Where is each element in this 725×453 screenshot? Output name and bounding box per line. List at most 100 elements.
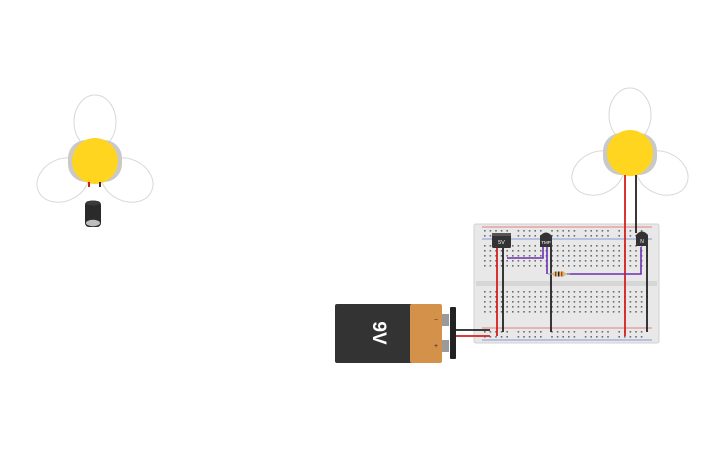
breadboard-hole[interactable] xyxy=(528,245,531,247)
breadboard-hole[interactable] xyxy=(545,301,548,303)
breadboard-hole[interactable] xyxy=(551,235,553,237)
breadboard-hole[interactable] xyxy=(540,255,542,257)
breadboard-hole[interactable] xyxy=(568,235,570,237)
breadboard-hole[interactable] xyxy=(612,250,615,252)
breadboard-hole[interactable] xyxy=(484,230,486,232)
breadboard-hole[interactable] xyxy=(601,336,604,338)
breadboard-hole[interactable] xyxy=(568,301,570,303)
breadboard-hole[interactable] xyxy=(607,230,609,232)
breadboard-hole[interactable] xyxy=(596,306,598,308)
breadboard-hole[interactable] xyxy=(484,296,486,298)
breadboard-hole[interactable] xyxy=(495,230,497,232)
breadboard-hole[interactable] xyxy=(484,260,486,262)
breadboard-hole[interactable] xyxy=(528,255,531,257)
breadboard-hole[interactable] xyxy=(517,336,520,338)
breadboard-hole[interactable] xyxy=(590,250,592,252)
breadboard-hole[interactable] xyxy=(512,255,514,257)
breadboard-hole[interactable] xyxy=(551,296,553,298)
breadboard-hole[interactable] xyxy=(534,311,536,313)
breadboard-hole[interactable] xyxy=(635,250,637,252)
breadboard-hole[interactable] xyxy=(506,296,508,298)
breadboard-hole[interactable] xyxy=(573,265,576,267)
breadboard-hole[interactable] xyxy=(568,245,570,247)
breadboard-hole[interactable] xyxy=(489,301,492,303)
breadboard-hole[interactable] xyxy=(596,255,598,257)
breadboard-hole[interactable] xyxy=(523,265,525,267)
breadboard-hole[interactable] xyxy=(562,331,564,333)
breadboard-hole[interactable] xyxy=(635,265,637,267)
breadboard-hole[interactable] xyxy=(579,291,581,293)
breadboard-hole[interactable] xyxy=(512,245,514,247)
breadboard-hole[interactable] xyxy=(523,230,525,232)
breadboard-hole[interactable] xyxy=(512,311,514,313)
breadboard-hole[interactable] xyxy=(629,331,632,333)
breadboard-hole[interactable] xyxy=(618,255,620,257)
breadboard-hole[interactable] xyxy=(517,311,520,313)
breadboard-hole[interactable] xyxy=(540,230,542,232)
breadboard-hole[interactable] xyxy=(517,255,520,257)
breadboard-hole[interactable] xyxy=(607,260,609,262)
breadboard-hole[interactable] xyxy=(506,336,508,338)
breadboard-hole[interactable] xyxy=(540,296,542,298)
breadboard-hole[interactable] xyxy=(500,230,503,232)
breadboard-hole[interactable] xyxy=(562,265,564,267)
breadboard-hole[interactable] xyxy=(523,296,525,298)
breadboard-hole[interactable] xyxy=(568,255,570,257)
breadboard-hole[interactable] xyxy=(545,296,548,298)
breadboard-hole[interactable] xyxy=(584,331,587,333)
breadboard-hole[interactable] xyxy=(618,245,620,247)
breadboard-hole[interactable] xyxy=(640,291,643,293)
breadboard-hole[interactable] xyxy=(489,230,492,232)
breadboard-hole[interactable] xyxy=(556,260,559,262)
breadboard-hole[interactable] xyxy=(562,296,564,298)
breadboard-hole[interactable] xyxy=(517,301,520,303)
breadboard-hole[interactable] xyxy=(607,301,609,303)
breadboard-hole[interactable] xyxy=(584,265,587,267)
breadboard-hole[interactable] xyxy=(484,235,486,237)
breadboard-hole[interactable] xyxy=(612,255,615,257)
breadboard-hole[interactable] xyxy=(489,235,492,237)
breadboard-hole[interactable] xyxy=(629,230,632,232)
breadboard-hole[interactable] xyxy=(506,291,508,293)
breadboard-hole[interactable] xyxy=(523,255,525,257)
breadboard-hole[interactable] xyxy=(523,235,525,237)
breadboard-hole[interactable] xyxy=(607,265,609,267)
breadboard-hole[interactable] xyxy=(601,296,604,298)
breadboard-hole[interactable] xyxy=(590,235,592,237)
breadboard-hole[interactable] xyxy=(528,301,531,303)
breadboard-hole[interactable] xyxy=(534,235,536,237)
breadboard-hole[interactable] xyxy=(607,296,609,298)
breadboard-hole[interactable] xyxy=(568,296,570,298)
breadboard-hole[interactable] xyxy=(584,245,587,247)
breadboard-hole[interactable] xyxy=(629,235,632,237)
breadboard-hole[interactable] xyxy=(556,255,559,257)
breadboard-hole[interactable] xyxy=(506,230,508,232)
breadboard-hole[interactable] xyxy=(590,291,592,293)
breadboard-hole[interactable] xyxy=(590,296,592,298)
breadboard-hole[interactable] xyxy=(568,336,570,338)
breadboard-hole[interactable] xyxy=(489,331,492,333)
breadboard-hole[interactable] xyxy=(512,306,514,308)
breadboard[interactable] xyxy=(473,223,660,344)
breadboard-hole[interactable] xyxy=(551,306,553,308)
breadboard-hole[interactable] xyxy=(506,301,508,303)
transistor-a[interactable]: TMP xyxy=(540,232,552,248)
breadboard-hole[interactable] xyxy=(551,260,553,262)
breadboard-hole[interactable] xyxy=(640,296,643,298)
breadboard-hole[interactable] xyxy=(629,265,632,267)
breadboard-hole[interactable] xyxy=(584,311,587,313)
breadboard-hole[interactable] xyxy=(607,336,609,338)
breadboard-hole[interactable] xyxy=(484,245,486,247)
breadboard-hole[interactable] xyxy=(500,331,503,333)
breadboard-hole[interactable] xyxy=(590,311,592,313)
breadboard-hole[interactable] xyxy=(562,260,564,262)
breadboard-hole[interactable] xyxy=(517,291,520,293)
breadboard-hole[interactable] xyxy=(495,260,497,262)
breadboard-hole[interactable] xyxy=(517,265,520,267)
breadboard-hole[interactable] xyxy=(629,301,632,303)
breadboard-hole[interactable] xyxy=(500,296,503,298)
breadboard-hole[interactable] xyxy=(523,260,525,262)
breadboard-hole[interactable] xyxy=(635,296,637,298)
breadboard-hole[interactable] xyxy=(573,235,576,237)
